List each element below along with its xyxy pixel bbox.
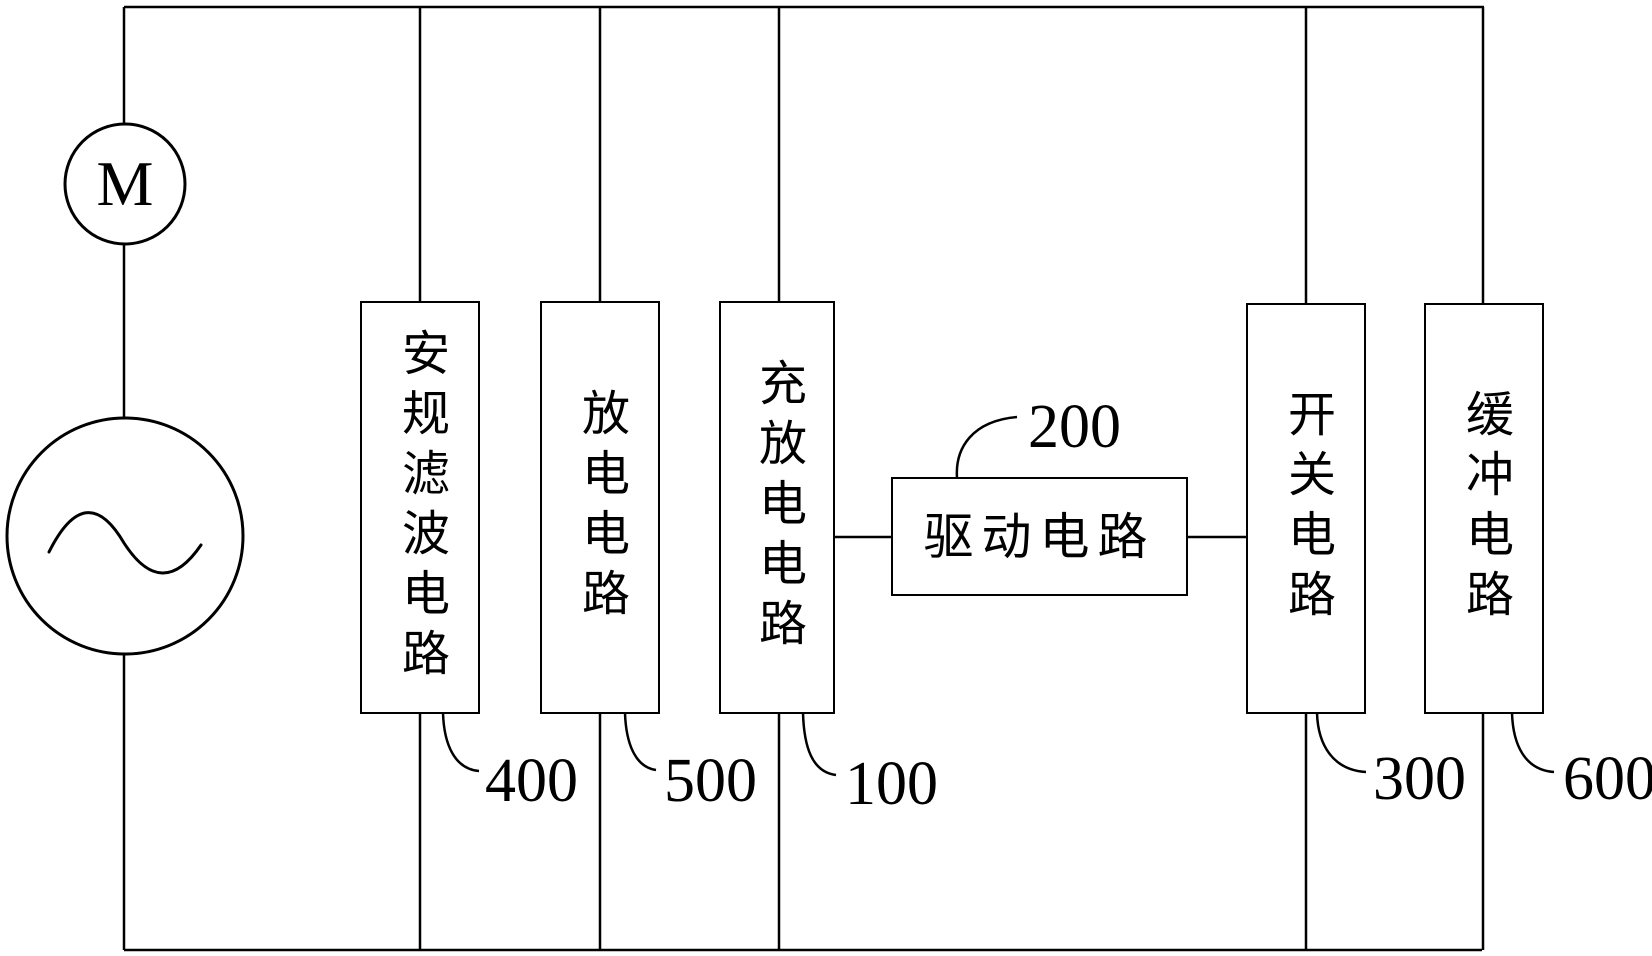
ref-label-200: 200 (1028, 393, 1121, 461)
block-charge-discharge-circuit: 充放电电路 (720, 302, 834, 713)
block-label: 充放电电路 (751, 357, 804, 658)
block-label: 开关电路 (1280, 388, 1333, 629)
leader-600 (1510, 712, 1555, 774)
block-drive-circuit: 驱动电路 (892, 478, 1187, 595)
ref-label-400: 400 (485, 747, 578, 815)
block-rect-buffer (1424, 303, 1544, 714)
ref-label-100: 100 (845, 750, 938, 818)
block-buffer-circuit: 缓冲电路 (1425, 304, 1543, 713)
sine-wave-icon (47, 511, 203, 575)
ref-label-500: 500 (664, 747, 757, 815)
block-rect-discharge (540, 301, 660, 714)
leader-500 (623, 712, 657, 772)
block-label: 安规滤波电路 (394, 327, 447, 688)
ref-label-300: 300 (1373, 745, 1466, 813)
block-safety-filter-circuit: 安规滤波电路 (361, 302, 479, 713)
leader-200 (955, 415, 1018, 479)
ac-source-circle (5, 416, 245, 656)
block-rect-charge-discharge (719, 301, 835, 714)
motor-symbol: M (85, 144, 165, 224)
block-label: 缓冲电路 (1458, 388, 1511, 629)
block-switch-circuit: 开关电路 (1247, 304, 1365, 713)
block-label: 放电电路 (574, 387, 627, 628)
block-rect-safety-filter (360, 301, 480, 714)
leader-400 (441, 712, 480, 773)
block-rect-switch (1246, 303, 1366, 714)
block-discharge-circuit: 放电电路 (541, 302, 659, 713)
ref-label-600: 600 (1563, 745, 1652, 813)
leader-300 (1315, 712, 1367, 774)
block-label: 驱动电路 (923, 508, 1156, 565)
motor-symbol-letter: M (96, 148, 154, 219)
leader-100 (801, 712, 837, 777)
